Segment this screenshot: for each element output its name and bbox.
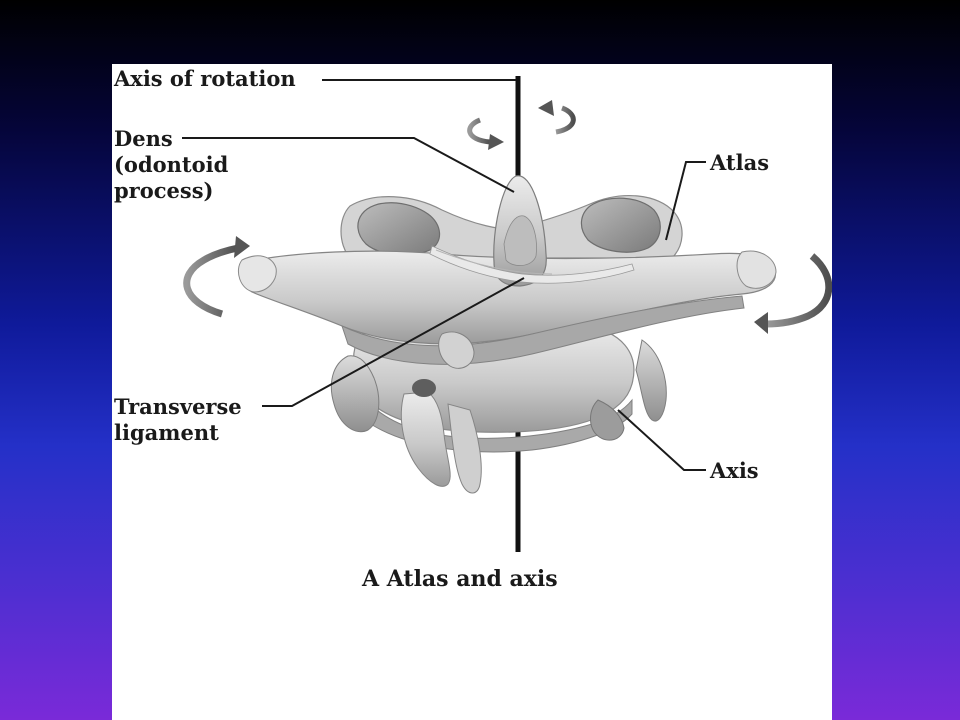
atlas-vertebra	[238, 194, 777, 369]
label-axis: Axis	[710, 458, 759, 483]
leader-dens	[182, 137, 515, 193]
label-axis-of-rotation: Axis of rotation	[114, 66, 296, 91]
figure-caption: A Atlas and axis	[362, 566, 558, 592]
label-dens: Dens (odontoid process)	[114, 126, 228, 204]
leader-atlas	[665, 161, 706, 241]
label-dens-line2: (odontoid	[114, 152, 229, 177]
label-atlas: Atlas	[710, 150, 770, 175]
label-transverse-ligament: Transverse ligament	[114, 394, 242, 446]
transverse-ligament	[429, 245, 635, 284]
leader-lines	[182, 79, 706, 471]
rotation-arrows	[183, 100, 832, 334]
label-transverse-line1: Transverse	[114, 394, 242, 419]
dens	[493, 175, 547, 287]
axis-vertebra	[330, 323, 667, 494]
leader-axis	[617, 409, 706, 471]
atlas-axis-illustration	[182, 76, 832, 552]
label-dens-line1: Dens	[114, 126, 173, 151]
leader-transverse-ligament	[262, 277, 525, 407]
diagram-panel: Axis of rotation Dens (odontoid process)…	[112, 64, 832, 720]
label-transverse-line2: ligament	[114, 420, 219, 445]
label-dens-line3: process)	[114, 178, 214, 203]
